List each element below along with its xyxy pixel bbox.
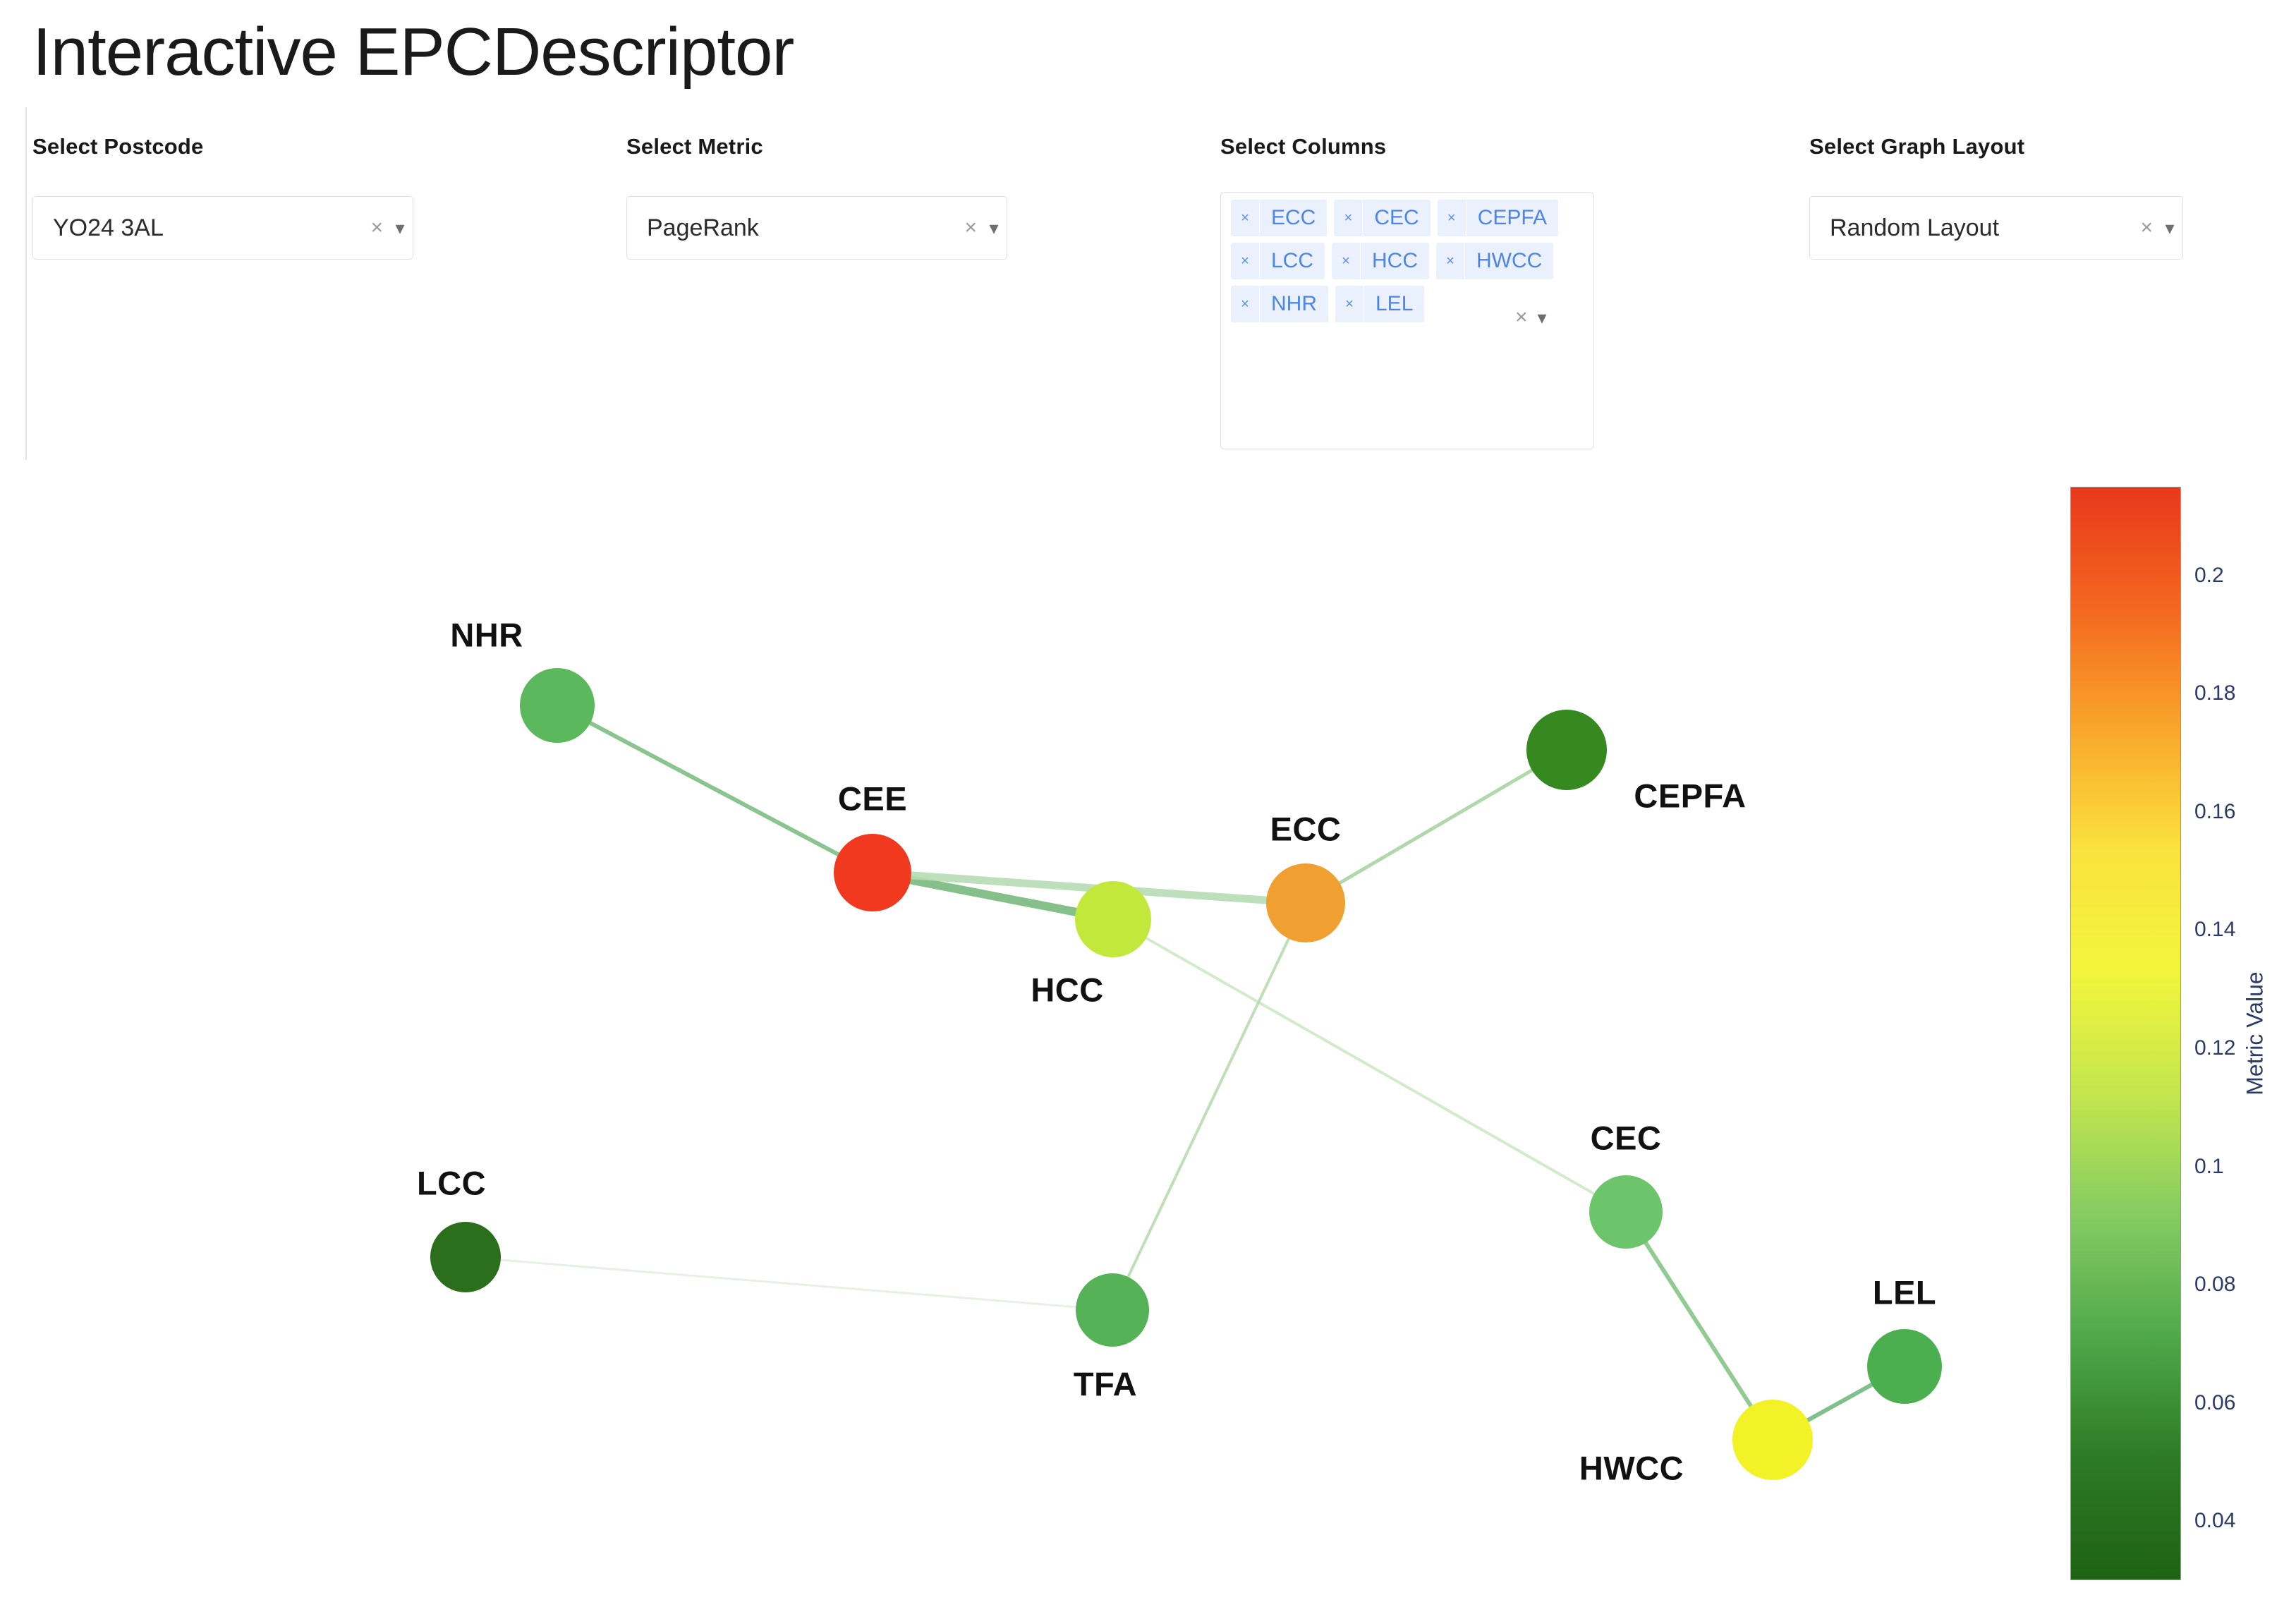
columns-label: Select Columns: [1220, 134, 1387, 159]
graph-node[interactable]: [1076, 1273, 1149, 1347]
column-tag[interactable]: × LEL: [1335, 286, 1425, 322]
layout-label: Select Graph Layout: [1809, 134, 2025, 159]
graph-node[interactable]: [1732, 1400, 1813, 1480]
colorbar-tick-label: 0.14: [2194, 918, 2236, 942]
graph-edge: [868, 868, 1117, 923]
graph-edge: [1304, 748, 1569, 905]
remove-tag-icon[interactable]: ×: [1335, 286, 1364, 322]
colorbar-tick-label: 0.18: [2194, 681, 2236, 705]
column-tag-label: ECC: [1271, 206, 1316, 229]
page-title: Interactive EPCDescriptor: [32, 14, 794, 90]
graph-node[interactable]: [520, 668, 595, 743]
graph-node-label: TFA: [1073, 1365, 1138, 1403]
graph-edge: [1624, 1210, 1775, 1442]
remove-tag-icon[interactable]: ×: [1231, 200, 1260, 236]
layout-value: Random Layout: [1830, 214, 2000, 241]
graph-node-label: ECC: [1270, 810, 1342, 848]
graph-node[interactable]: [1075, 881, 1151, 957]
clear-icon[interactable]: ×: [370, 216, 383, 239]
graph-node[interactable]: [834, 834, 911, 911]
graph-node[interactable]: [1266, 863, 1345, 942]
graph-edge: [1112, 918, 1627, 1213]
graph-canvas[interactable]: [0, 466, 2046, 1607]
column-tag[interactable]: × CEC: [1334, 200, 1431, 236]
graph-edge: [555, 703, 875, 875]
chevron-down-icon[interactable]: ▾: [989, 217, 999, 238]
graph-node[interactable]: [1589, 1175, 1663, 1249]
column-tag[interactable]: × NHR: [1231, 286, 1328, 322]
graph-node-label: CEE: [837, 780, 908, 818]
graph-node[interactable]: [430, 1222, 501, 1292]
column-tag[interactable]: × LCC: [1231, 243, 1325, 279]
left-divider: [25, 107, 27, 460]
clear-icon[interactable]: ×: [2140, 216, 2153, 239]
column-tag-label: CEC: [1374, 206, 1419, 229]
colorbar-gradient: [2070, 487, 2181, 1580]
colorbar-axis-label: Metric Value: [2242, 971, 2268, 1096]
column-tag[interactable]: × CEPFA: [1437, 200, 1559, 236]
colorbar-tick-label: 0.04: [2194, 1509, 2236, 1533]
graph-edge: [464, 1256, 1114, 1311]
graph-node-label: CEC: [1590, 1119, 1662, 1157]
layout-select[interactable]: Random Layout × ▾: [1809, 196, 2183, 260]
colorbar-tick-label: 0.12: [2194, 1036, 2236, 1060]
chevron-down-icon[interactable]: ▾: [395, 217, 405, 238]
metric-select[interactable]: PageRank × ▾: [626, 196, 1007, 260]
chevron-down-icon[interactable]: ▾: [2165, 217, 2175, 238]
colorbar-tick-label: 0.16: [2194, 799, 2236, 823]
colorbar-tick-label: 0.06: [2194, 1390, 2236, 1414]
graph-node-label: LCC: [416, 1164, 487, 1202]
column-tag[interactable]: × ECC: [1231, 200, 1328, 236]
postcode-select[interactable]: YO24 3AL × ▾: [32, 196, 413, 260]
columns-multiselect[interactable]: × ECC × CEC × CEPFA × LCC × HCC × HWCC × NHR × LEL: [1220, 192, 1594, 449]
column-tag-label: LEL: [1375, 292, 1414, 315]
column-tag-label: HWCC: [1476, 249, 1543, 272]
column-tag[interactable]: × HWCC: [1436, 243, 1554, 279]
remove-tag-icon[interactable]: ×: [1231, 286, 1260, 322]
graph-node-label: HCC: [1031, 971, 1104, 1009]
clear-icon[interactable]: ×: [1515, 305, 1528, 329]
colorbar-tick-label: 0.1: [2194, 1154, 2224, 1178]
graph-node-label: CEPFA: [1634, 777, 1747, 815]
column-tag[interactable]: × HCC: [1332, 243, 1430, 279]
colorbar: Metric Value 0.2 0.18 0.16 0.14 0.12 0.1 0.08 0…: [2070, 487, 2296, 1587]
graph-node[interactable]: [1526, 710, 1607, 790]
remove-tag-icon[interactable]: ×: [1436, 243, 1466, 279]
postcode-value: YO24 3AL: [53, 214, 164, 241]
metric-value: PageRank: [647, 214, 759, 241]
colorbar-tick-label: 0.08: [2194, 1273, 2236, 1297]
graph-node-label: HWCC: [1579, 1449, 1684, 1487]
remove-tag-icon[interactable]: ×: [1334, 200, 1363, 236]
remove-tag-icon[interactable]: ×: [1231, 243, 1260, 279]
column-tag-label: HCC: [1372, 249, 1419, 272]
column-tag-label: NHR: [1271, 292, 1317, 315]
column-tag-label: CEPFA: [1477, 206, 1548, 229]
graph-edge: [1111, 902, 1307, 1311]
colorbar-tick-label: 0.2: [2194, 563, 2224, 587]
clear-icon[interactable]: ×: [964, 216, 977, 239]
graph-node[interactable]: [1867, 1329, 1942, 1404]
graph-node-label: NHR: [450, 616, 523, 654]
remove-tag-icon[interactable]: ×: [1332, 243, 1361, 279]
chevron-down-icon[interactable]: ▾: [1537, 307, 1547, 328]
network-graph[interactable]: NHR CEE HCC ECC CEPFA LCC TFA CEC HWCC LEL: [0, 466, 2046, 1607]
graph-node-label: LEL: [1872, 1273, 1937, 1311]
columns-controls[interactable]: × ▾: [1515, 307, 1547, 328]
remove-tag-icon[interactable]: ×: [1438, 200, 1466, 236]
graph-edge: [868, 868, 1310, 907]
column-tag-label: LCC: [1271, 249, 1314, 272]
metric-label: Select Metric: [626, 134, 763, 159]
postcode-label: Select Postcode: [32, 134, 204, 159]
